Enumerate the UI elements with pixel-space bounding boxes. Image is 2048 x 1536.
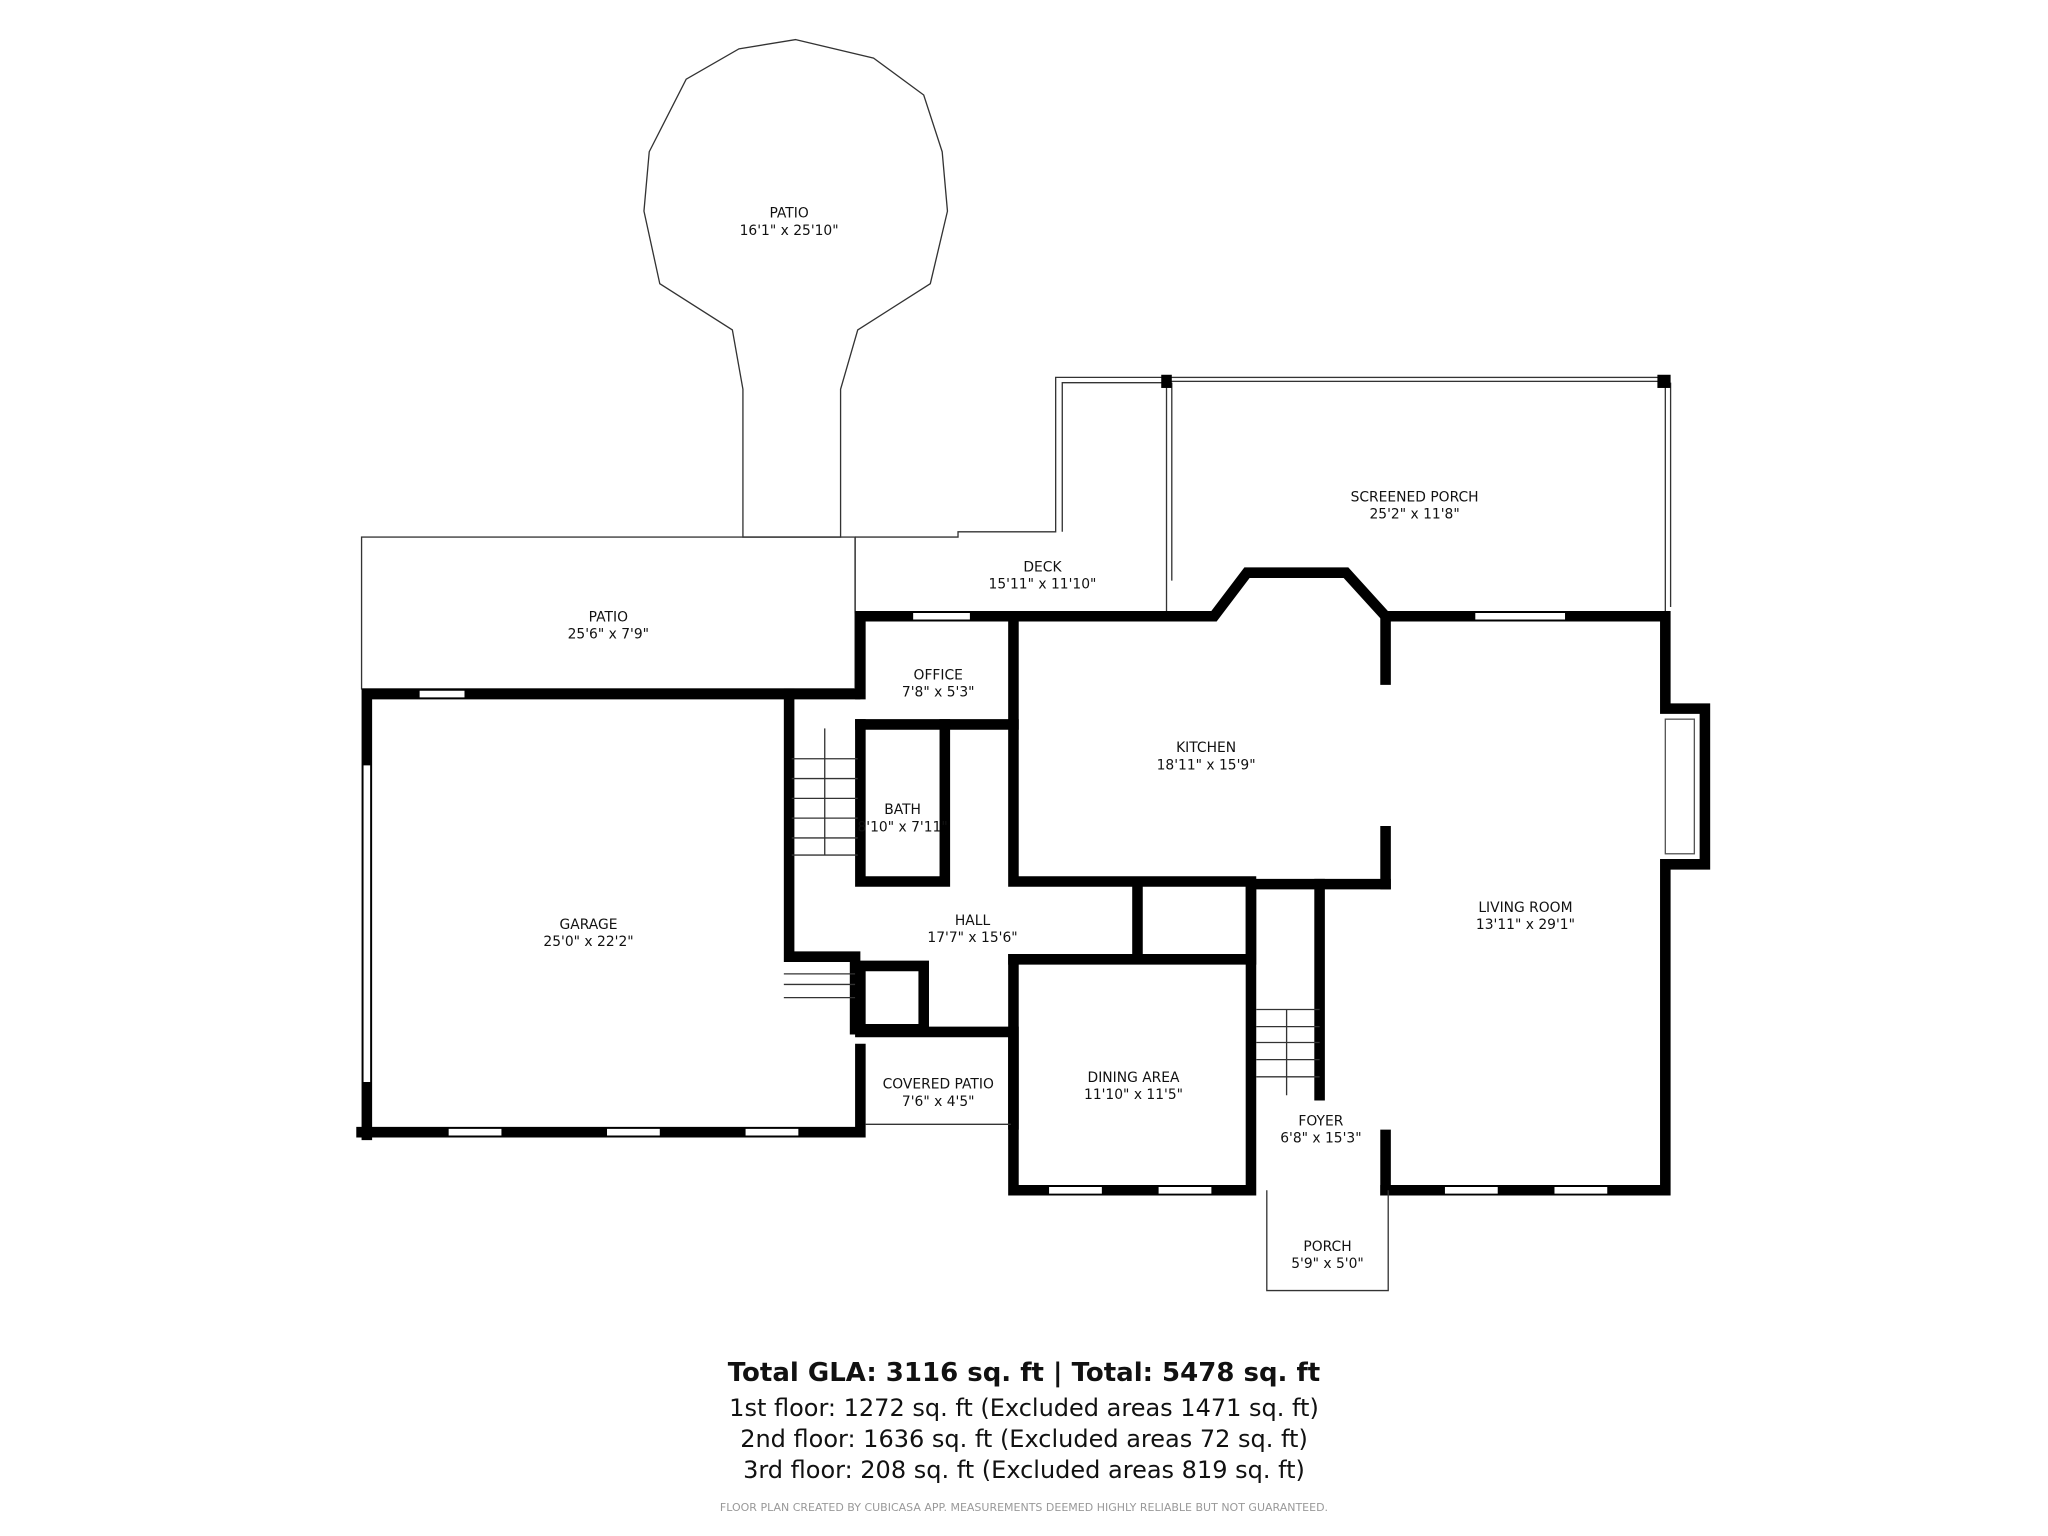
- room-name: OFFICE: [914, 668, 963, 684]
- room-name: PORCH: [1303, 1239, 1351, 1255]
- room-dim: 13'11" x 29'1": [1476, 917, 1575, 933]
- room-name: LIVING ROOM: [1478, 900, 1572, 916]
- floor-1-area: 1st floor: 1272 sq. ft (Excluded areas 1…: [729, 1394, 1319, 1422]
- room-dim: 25'0" x 22'2": [543, 934, 633, 950]
- room-name: SCREENED PORCH: [1351, 489, 1479, 505]
- room-labels: PATIO 16'1" x 25'10" PATIO 25'6" x 7'9" …: [543, 206, 1575, 1272]
- room-name: BATH: [884, 802, 921, 818]
- room-dim: 17'7" x 15'6": [927, 930, 1017, 946]
- floor-3-area: 3rd floor: 208 sq. ft (Excluded areas 81…: [743, 1456, 1305, 1484]
- walls: [356, 567, 1711, 1196]
- fireplace: [1664, 718, 1696, 855]
- porch-outline: [1266, 1190, 1389, 1292]
- room-dim: 6'8" x 15'3": [1280, 1131, 1361, 1147]
- stairs: [783, 728, 1320, 1096]
- room-dim: 5'9" x 5'0": [1291, 1256, 1364, 1272]
- room-dim: 25'6" x 7'9": [568, 627, 649, 643]
- room-dim: 7'8" x 5'3": [902, 685, 975, 701]
- room-name: COVERED PATIO: [883, 1077, 994, 1093]
- room-name: HALL: [955, 913, 991, 929]
- room-name: DINING AREA: [1088, 1070, 1181, 1086]
- patio-round-outline: [643, 38, 949, 538]
- room-name: PATIO: [769, 206, 808, 222]
- room-name: PATIO: [589, 610, 628, 626]
- disclaimer: FLOOR PLAN CREATED BY CUBICASA APP. MEAS…: [719, 1501, 1329, 1514]
- windows: [363, 612, 1608, 1194]
- total-area: Total GLA: 3116 sq. ft | Total: 5478 sq.…: [727, 1358, 1321, 1388]
- screened-porch-walls: [1161, 374, 1672, 614]
- deck-outline: [855, 376, 1167, 538]
- room-dim: 25'2" x 11'8": [1370, 507, 1460, 523]
- room-name: FOYER: [1298, 1114, 1343, 1130]
- room-name: DECK: [1023, 559, 1062, 575]
- room-dim: 11'10" x 11'5": [1084, 1087, 1183, 1103]
- room-name: KITCHEN: [1176, 740, 1236, 756]
- room-name: GARAGE: [560, 917, 618, 933]
- room-dim: 16'1" x 25'10": [740, 223, 839, 239]
- room-dim: 7'6" x 4'5": [902, 1094, 975, 1110]
- floor-2-area: 2nd floor: 1636 sq. ft (Excluded areas 7…: [740, 1425, 1308, 1453]
- room-dim: 18'11" x 15'9": [1157, 757, 1256, 773]
- room-dim: 15'11" x 11'10": [989, 577, 1097, 593]
- room-dim: 8'10" x 7'11": [858, 819, 948, 835]
